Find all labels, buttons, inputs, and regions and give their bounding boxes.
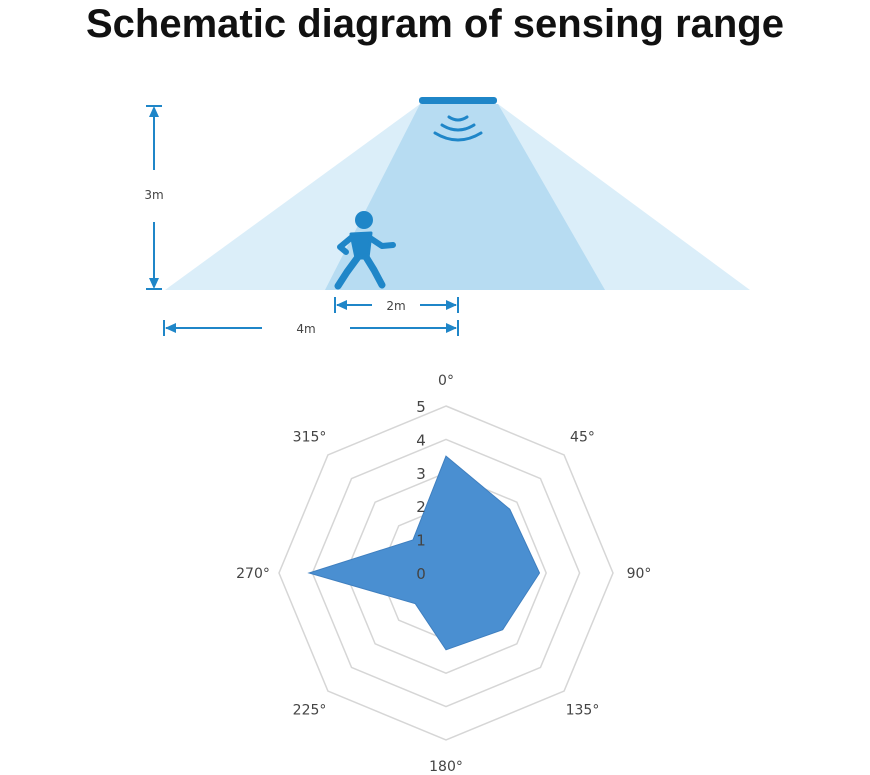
radial-tick-label: 1 xyxy=(416,532,426,550)
height-dimension xyxy=(146,105,162,290)
inner-width-label: 2m xyxy=(386,299,405,313)
height-label: 3m xyxy=(144,188,163,202)
angle-label: 315° xyxy=(293,430,327,446)
radial-tick-label: 4 xyxy=(416,431,426,449)
outer-width-label: 4m xyxy=(296,322,315,336)
outer-width-dimension xyxy=(163,320,459,336)
radar-angle-labels: 0° 45° 90° 135° 180° 225° 270° 315° xyxy=(236,373,651,775)
radial-tick-label: 5 xyxy=(416,398,426,416)
angle-label: 270° xyxy=(236,566,270,582)
radar-series-area-0 xyxy=(307,455,541,651)
radar-ring-3 xyxy=(344,471,548,675)
radial-tick-label: 3 xyxy=(416,465,426,483)
angle-label: 225° xyxy=(293,702,327,718)
radar-series xyxy=(307,455,541,651)
angle-label: 45° xyxy=(570,430,595,446)
side-view-diagram: 3m 2m 4m xyxy=(144,97,750,336)
signal-wave-icon xyxy=(433,115,483,142)
angle-label: 180° xyxy=(429,759,463,775)
inner-width-dimension xyxy=(334,297,459,313)
radar-ring-5 xyxy=(278,405,614,741)
angle-label: 90° xyxy=(627,566,652,582)
radar-tick-labels: 0 1 2 3 4 5 xyxy=(416,398,426,583)
angle-label: 0° xyxy=(438,373,454,389)
radial-tick-label: 0 xyxy=(416,565,426,583)
page-title: Schematic diagram of sensing range xyxy=(86,2,784,46)
walking-person-icon xyxy=(334,211,396,290)
angle-label: 135° xyxy=(566,702,600,718)
radial-tick-label: 2 xyxy=(416,498,426,516)
radar-ring-4 xyxy=(311,438,581,708)
sensor-icon xyxy=(419,97,497,104)
